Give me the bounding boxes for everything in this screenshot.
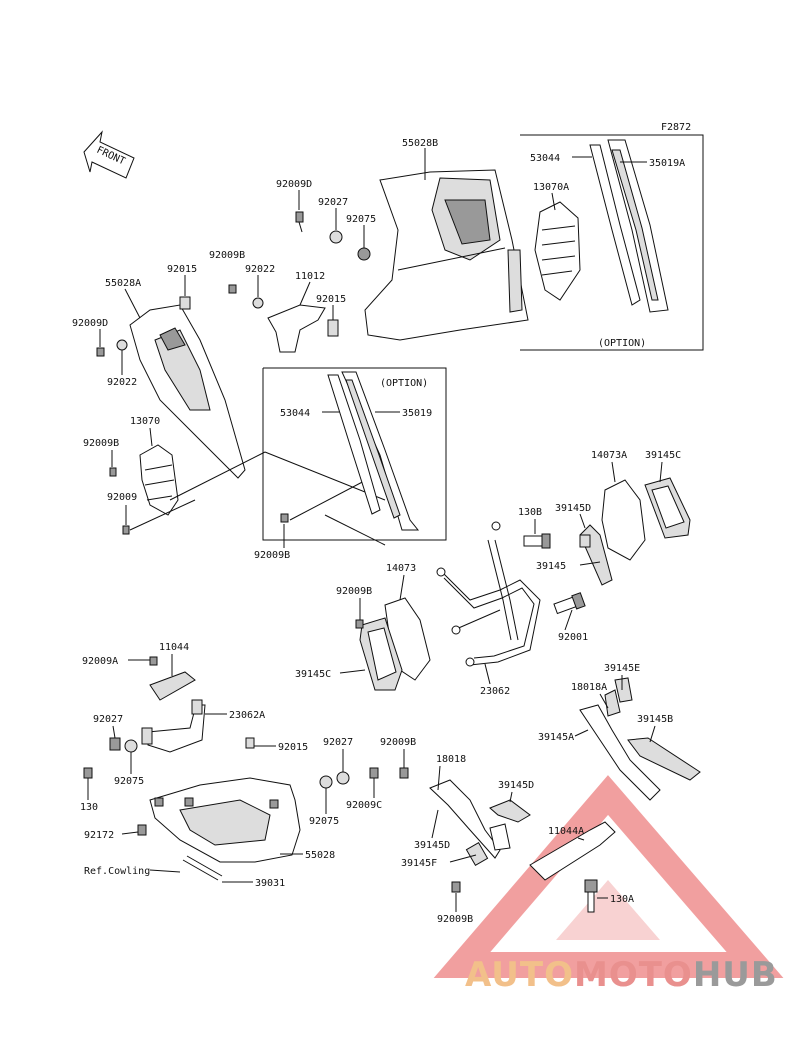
label-92009d-left: 92009D (72, 318, 108, 329)
part-23062a-bracket (141, 699, 206, 753)
label-53044: 53044 (530, 153, 560, 164)
label-55028b: 55028B (402, 138, 438, 149)
label-23062: 23062 (480, 686, 510, 697)
label-92001: 92001 (558, 632, 588, 643)
ref-cowling-note: Ref.Cowling (84, 866, 150, 877)
part-130b-bolt (523, 533, 551, 549)
label-39145b: 39145A (538, 732, 574, 743)
front-arrow-icon: FRONT (83, 130, 135, 179)
part-13070a-bracket (534, 201, 581, 301)
label-92009b-left: 92009B (83, 438, 119, 449)
part-39145b-hose (579, 677, 701, 801)
label-39031: 39031 (255, 878, 285, 889)
bolts-top (96, 211, 371, 357)
part-39031-rod (182, 855, 223, 881)
label-92009a: 92009A (82, 656, 118, 667)
part-55028a-cover (129, 304, 246, 479)
label-55028: 55028 (305, 850, 335, 861)
label-14073: 14073 (386, 563, 416, 574)
label-92022-left: 92022 (107, 377, 137, 388)
assembly-lines-left (129, 451, 386, 546)
label-92009d-top: 92009D (276, 179, 312, 190)
part-55028b-cover (364, 169, 529, 341)
part-11012-bracket (267, 304, 326, 353)
option-label-upper: (OPTION) (598, 338, 646, 349)
label-23062a: 23062A (229, 710, 265, 721)
label-92172: 92172 (84, 830, 114, 841)
label-18018a: 18018A (571, 682, 607, 693)
option-label-middle: (OPTION) (380, 378, 428, 389)
part-13070-bracket (109, 444, 179, 535)
label-92015-lower: 92015 (278, 742, 308, 753)
watermark-part-auto: AUTO (465, 955, 574, 995)
label-13070: 13070 (130, 416, 160, 427)
label-92075-lower: 92075 (309, 816, 339, 827)
label-92009b-lower: 92009B (380, 737, 416, 748)
watermark-part-hub: HUB (692, 955, 778, 995)
part-18018-bracket (429, 779, 511, 866)
part-labels: 55028B 53044 35019A 13070A 92009D 92027 … (72, 138, 685, 925)
part-92001-bolt (553, 592, 586, 615)
label-130b: 130B (518, 507, 542, 518)
part-53044-strip-upper (589, 139, 669, 313)
label-13070a: 13070A (533, 182, 569, 193)
label-39145d-lower: 39145D (414, 840, 450, 851)
label-92009b-top: 92009B (209, 250, 245, 261)
label-39145: 39145 (536, 561, 566, 572)
part-53044-strip-middle (327, 371, 420, 531)
label-11044a: 11044A (548, 826, 584, 837)
label-92009b-mid: 92009B (254, 550, 290, 561)
label-92027-top: 92027 (318, 197, 348, 208)
label-11044: 11044 (159, 642, 189, 653)
label-92022-top: 92022 (245, 264, 275, 275)
part-11044a-bracket (529, 821, 616, 881)
part-14073-cover (355, 597, 431, 691)
watermark-triangle (433, 775, 784, 978)
label-92015-right: 92015 (316, 294, 346, 305)
part-55028-undercover (149, 777, 301, 863)
label-92009c: 92009C (346, 800, 382, 811)
figure-code: F2872 (661, 122, 691, 133)
part-14073a-cover (601, 477, 691, 561)
label-35019a: 35019A (649, 158, 685, 169)
watermark-text: AUTOMOTOHUB (465, 955, 778, 995)
label-55028a: 55028A (105, 278, 141, 289)
part-11044-bracket (149, 656, 196, 701)
label-92009b-center: 92009B (336, 586, 372, 597)
label-92015-left: 92015 (167, 264, 197, 275)
label-130a: 130A (610, 894, 634, 905)
label-92027-left: 92027 (93, 714, 123, 725)
label-130: 130 (80, 802, 98, 813)
label-92075-top: 92075 (346, 214, 376, 225)
option-box-upper: (OPTION) (520, 134, 704, 351)
label-11012: 11012 (295, 271, 325, 282)
label-18018: 18018 (436, 754, 466, 765)
label-35019: 35019 (402, 408, 432, 419)
label-39145e: 39145B (637, 714, 673, 725)
label-39145a: 39145D (498, 780, 534, 791)
part-130a-bolt (584, 879, 598, 913)
label-92009: 92009 (107, 492, 137, 503)
option-box-middle: (OPTION) (262, 367, 447, 541)
label-92009b-bottom: 92009B (437, 914, 473, 925)
label-14073a: 14073A (591, 450, 627, 461)
part-39145a-hose (489, 799, 531, 823)
label-53044-mid: 53044 (280, 408, 310, 419)
label-39145c-right: 39145C (645, 450, 681, 461)
part-23062-frame (436, 521, 541, 667)
label-92075-left: 92075 (114, 776, 144, 787)
watermark-part-moto: MOTO (573, 955, 693, 995)
label-39145c-center: 39145C (295, 669, 331, 680)
label-92027-lower: 92027 (323, 737, 353, 748)
label-39145f: 39145F (401, 858, 437, 869)
label-39145d-right: 39145D (555, 503, 591, 514)
bolt-92009b-lower (451, 881, 461, 893)
label-39145d-far: 39145E (604, 663, 640, 674)
part-39145-hose (579, 524, 613, 586)
bolt-92009b-mid (280, 513, 289, 523)
